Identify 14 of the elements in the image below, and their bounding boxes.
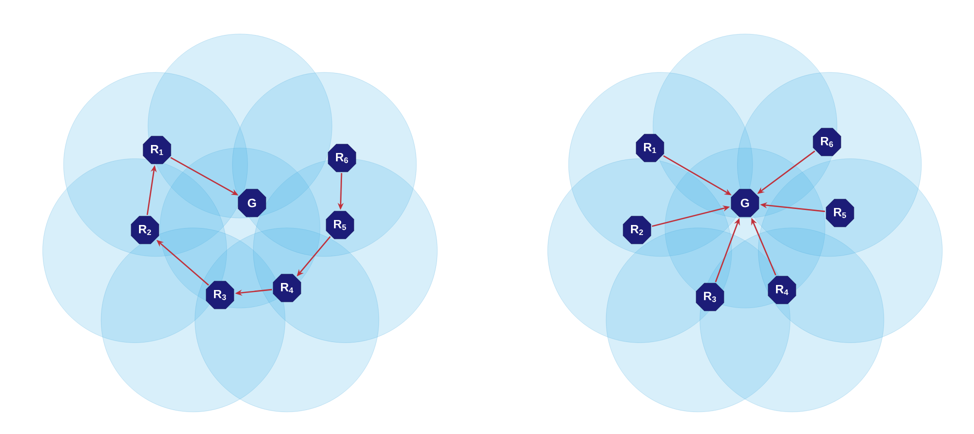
node-octagon: G [730, 188, 760, 218]
node-octagon: R$_{3}$ [696, 282, 724, 312]
node-octagon: R$_{5}$ [326, 210, 354, 240]
node-octagon: R$_{1}$ [142, 136, 172, 164]
node-octagon: R$_{4}$ [272, 274, 302, 302]
node-octagon: R$_{1}$ [636, 134, 664, 162]
node-octagon: R$_{6}$ [328, 144, 356, 172]
node-octagon: R$_{2}$ [622, 216, 652, 244]
node-octagon: R$_{6}$ [812, 128, 842, 156]
node-octagon: R$_{3}$ [206, 280, 234, 310]
node-octagon: R$_{4}$ [768, 276, 796, 304]
node-octagon: R$_{2}$ [130, 216, 160, 244]
node-octagon: G [238, 188, 266, 218]
node-octagon: R$_{5}$ [826, 198, 854, 228]
